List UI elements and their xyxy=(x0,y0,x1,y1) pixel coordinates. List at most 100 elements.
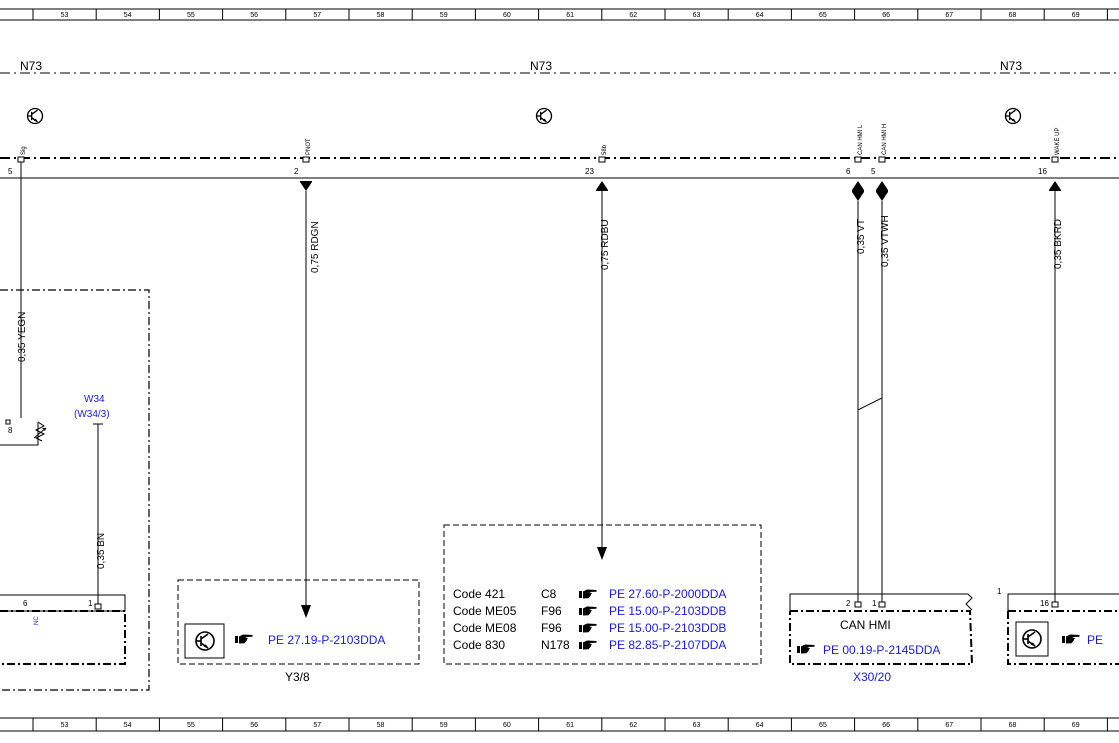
pin-label-pnot: PNOT xyxy=(306,138,312,155)
wire-label-bkrd: 0,35 BKRD xyxy=(1053,219,1064,269)
hand-pointer-icon xyxy=(579,606,597,616)
pin-number: 1 xyxy=(88,599,93,608)
code-component: C8 xyxy=(541,587,557,601)
connector-title: CAN HMI xyxy=(840,618,891,632)
code-component: F96 xyxy=(541,621,562,635)
reference-link[interactable]: PE 82.85-P-2107DDA xyxy=(609,638,726,652)
pin-number: 6 xyxy=(23,599,28,608)
transistor-icon xyxy=(1022,629,1042,649)
ruler-column-number: 59 xyxy=(440,722,448,729)
left-connector-box: 6 1 NC xyxy=(0,594,126,665)
ruler-column-number: 61 xyxy=(566,12,574,19)
ruler-column-number: 62 xyxy=(629,722,637,729)
hand-pointer-icon xyxy=(579,640,597,650)
ruler-column-number: 65 xyxy=(819,722,827,729)
ruler-column-number: 62 xyxy=(629,12,637,19)
pin-number: 6 xyxy=(846,167,851,176)
ruler-column-number: 54 xyxy=(124,722,132,729)
reference-link[interactable]: PE xyxy=(1087,633,1103,647)
ruler-column-number: 63 xyxy=(693,722,701,729)
transistor-icon xyxy=(535,107,553,125)
component-label-w34-3: (W34/3) xyxy=(74,409,110,420)
wire-label-vt: 0,35 VT xyxy=(856,219,867,254)
ruler-column-number: 68 xyxy=(1009,12,1017,19)
pin-number: 23 xyxy=(585,167,594,176)
pin-label-wake-up: WAKE UP xyxy=(1055,128,1061,155)
code-name: Code ME05 xyxy=(453,604,517,618)
module-label-n73: N73 xyxy=(1000,59,1022,73)
reference-link[interactable]: PE 27.19-P-2103DDA xyxy=(268,633,385,647)
ruler-column-number: 58 xyxy=(377,722,385,729)
ruler-column-number: 58 xyxy=(377,12,385,19)
pin-number: 16 xyxy=(1038,167,1047,176)
pin-number: 5 xyxy=(871,167,876,176)
transistor-icon xyxy=(1004,107,1022,125)
ruler-column-number: 64 xyxy=(756,722,764,729)
ruler-column-number: 57 xyxy=(313,12,321,19)
code-row: Code ME05 F96 PE 15.00-P-2103DDB xyxy=(453,604,726,618)
ruler-column-number: 69 xyxy=(1072,722,1080,729)
code-row: Code ME08 F96 PE 15.00-P-2103DDB xyxy=(453,621,726,635)
left-component-box: 8 xyxy=(0,289,150,691)
wire-label-yegn: 0,35 YEGN xyxy=(17,312,28,362)
reference-link[interactable]: PE 15.00-P-2103DDB xyxy=(609,621,726,635)
component-label-x30-20: X30/20 xyxy=(853,670,891,684)
ruler-column-number: 65 xyxy=(819,12,827,19)
hand-pointer-icon xyxy=(579,623,597,633)
pin-number: 8 xyxy=(8,426,13,435)
ruler-column-number: 55 xyxy=(187,12,195,19)
component-label-w34: W34 xyxy=(84,394,105,405)
code-component: N178 xyxy=(541,638,570,652)
code-component: F96 xyxy=(541,604,562,618)
hand-pointer-icon xyxy=(797,644,815,654)
pin-label-can-hmi-l: CAN HMI L xyxy=(858,124,864,155)
hand-pointer-icon xyxy=(235,634,253,644)
pin-number: 1 xyxy=(872,599,877,608)
ruler-column-number: 57 xyxy=(313,722,321,729)
pin-label-sig: Sig xyxy=(21,146,27,155)
pin-label-nc: NC xyxy=(34,616,40,625)
pin-label-58b: 58b xyxy=(602,144,608,155)
right-component-box: 1 16 PE xyxy=(997,587,1119,665)
ruler-column-number: 68 xyxy=(1009,722,1017,729)
code-row: Code 830 N178 PE 82.85-P-2107DDA xyxy=(453,638,726,652)
ruler-column-number: 53 xyxy=(61,722,69,729)
component-label-y3-8: Y3/8 xyxy=(285,670,310,684)
code-row: Code 421 C8 PE 27.60-P-2000DDA xyxy=(453,587,726,601)
transistor-icon xyxy=(195,631,215,651)
code-table-box: Code 421 C8 PE 27.60-P-2000DDA Code ME05… xyxy=(443,524,762,665)
code-name: Code ME08 xyxy=(453,621,517,635)
ruler-column-number: 56 xyxy=(250,722,258,729)
ruler-column-number: 55 xyxy=(187,722,195,729)
ruler-column-number: 64 xyxy=(756,12,764,19)
ruler-column-number: 60 xyxy=(503,12,511,19)
hand-pointer-icon xyxy=(579,589,597,599)
pin-number: 2 xyxy=(846,599,851,608)
hand-pointer-icon xyxy=(1062,634,1080,644)
reference-link[interactable]: PE 00.19-P-2145DDA xyxy=(823,643,940,657)
y3-8-component-box: PE 27.19-P-2103DDA xyxy=(177,579,420,665)
pin-number: 16 xyxy=(1040,599,1049,608)
ruler-column-number: 67 xyxy=(945,722,953,729)
pin-number: 2 xyxy=(294,167,299,176)
wire-label-rdgn: 0,75 RDGN xyxy=(310,221,321,273)
pin-label-can-hmi-h: CAN HMI H xyxy=(882,124,888,155)
ruler-column-number: 69 xyxy=(1072,12,1080,19)
ruler-column-number: 66 xyxy=(882,12,890,19)
ruler-column-number: 56 xyxy=(250,12,258,19)
code-name: Code 830 xyxy=(453,638,505,652)
ruler-column-number: 53 xyxy=(61,12,69,19)
transistor-icon xyxy=(26,107,44,125)
reference-link[interactable]: PE 15.00-P-2103DDB xyxy=(609,604,726,618)
wire-label-vtwh: 0,35 VTWH xyxy=(880,215,891,267)
pin-number: 1 xyxy=(997,587,1002,596)
ruler-column-number: 60 xyxy=(503,722,511,729)
module-label-n73: N73 xyxy=(20,59,42,73)
x30-20-connector-box: 2 1 CAN HMI PE 00.19-P-2145DDA xyxy=(789,593,974,665)
ruler-column-number: 59 xyxy=(440,12,448,19)
ruler-column-number: 63 xyxy=(693,12,701,19)
reference-link[interactable]: PE 27.60-P-2000DDA xyxy=(609,587,726,601)
ruler-column-number: 67 xyxy=(945,12,953,19)
